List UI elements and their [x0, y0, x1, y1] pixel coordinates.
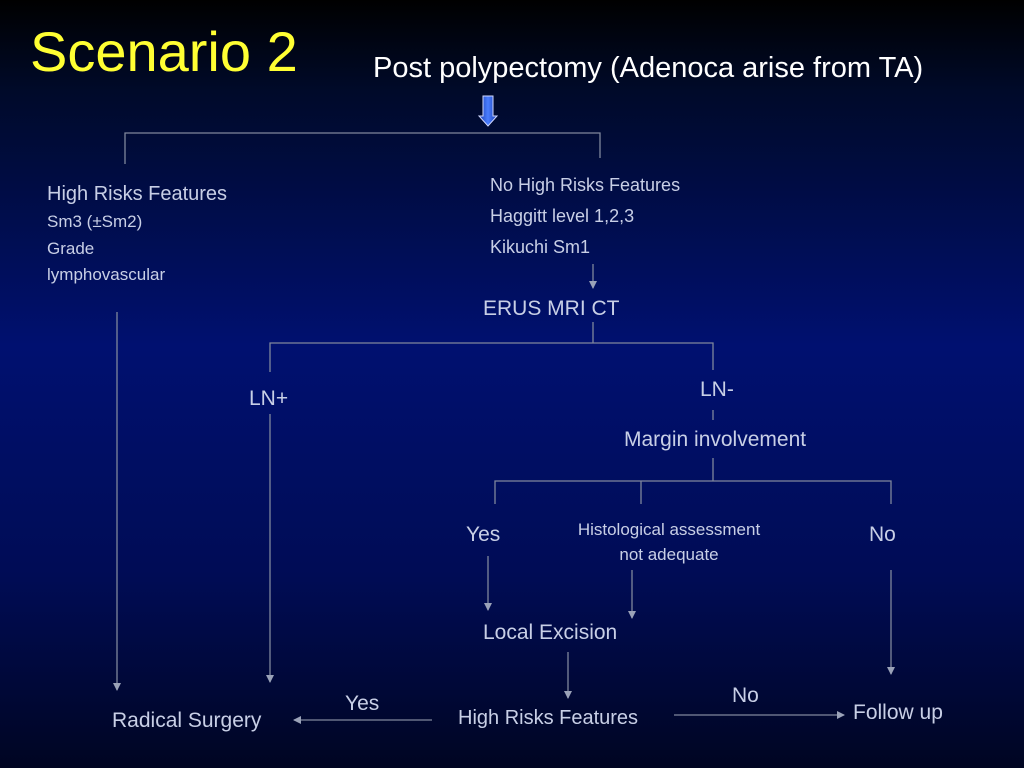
high-risk-heading: High Risks Features — [47, 183, 228, 205]
bottom-high-risks-label: High Risks Features — [458, 707, 639, 729]
follow-up-label: Follow up — [853, 701, 943, 724]
bottom-no-label: No — [732, 684, 759, 707]
slide-subtitle: Post polypectomy (Adenoca arise from TA) — [373, 52, 924, 84]
margin-label: Margin involvement — [624, 428, 807, 451]
staging-split-line — [269, 342, 714, 372]
radical-surgery-label: Radical Surgery — [112, 709, 262, 732]
slide-title: Scenario 2 — [30, 20, 298, 83]
no-high-risk-heading: No High Risks Features — [490, 175, 681, 195]
margin-split-line — [494, 480, 892, 504]
histological-label-line2: not adequate — [619, 545, 719, 564]
no-high-risk-item-haggitt: Haggitt level 1,2,3 — [490, 206, 635, 226]
title-down-arrow — [477, 95, 499, 127]
histological-label-line1: Histological assessment — [577, 520, 761, 539]
high-risk-item-sm3: Sm3 (±Sm2) — [47, 212, 143, 231]
margin-yes-label: Yes — [466, 523, 501, 546]
ln-negative-label: LN- — [700, 378, 734, 401]
top-split-line — [124, 132, 601, 164]
no-high-risk-item-kikuchi: Kikuchi Sm1 — [490, 237, 591, 257]
ln-positive-label: LN+ — [249, 387, 289, 410]
high-risk-item-lymphovascular: lymphovascular — [47, 265, 166, 284]
high-risk-item-grade: Grade — [47, 239, 95, 258]
staging-label: ERUS MRI CT — [483, 297, 620, 320]
margin-no-label: No — [869, 523, 896, 546]
local-excision-label: Local Excision — [483, 621, 618, 644]
bottom-yes-label: Yes — [345, 692, 380, 715]
